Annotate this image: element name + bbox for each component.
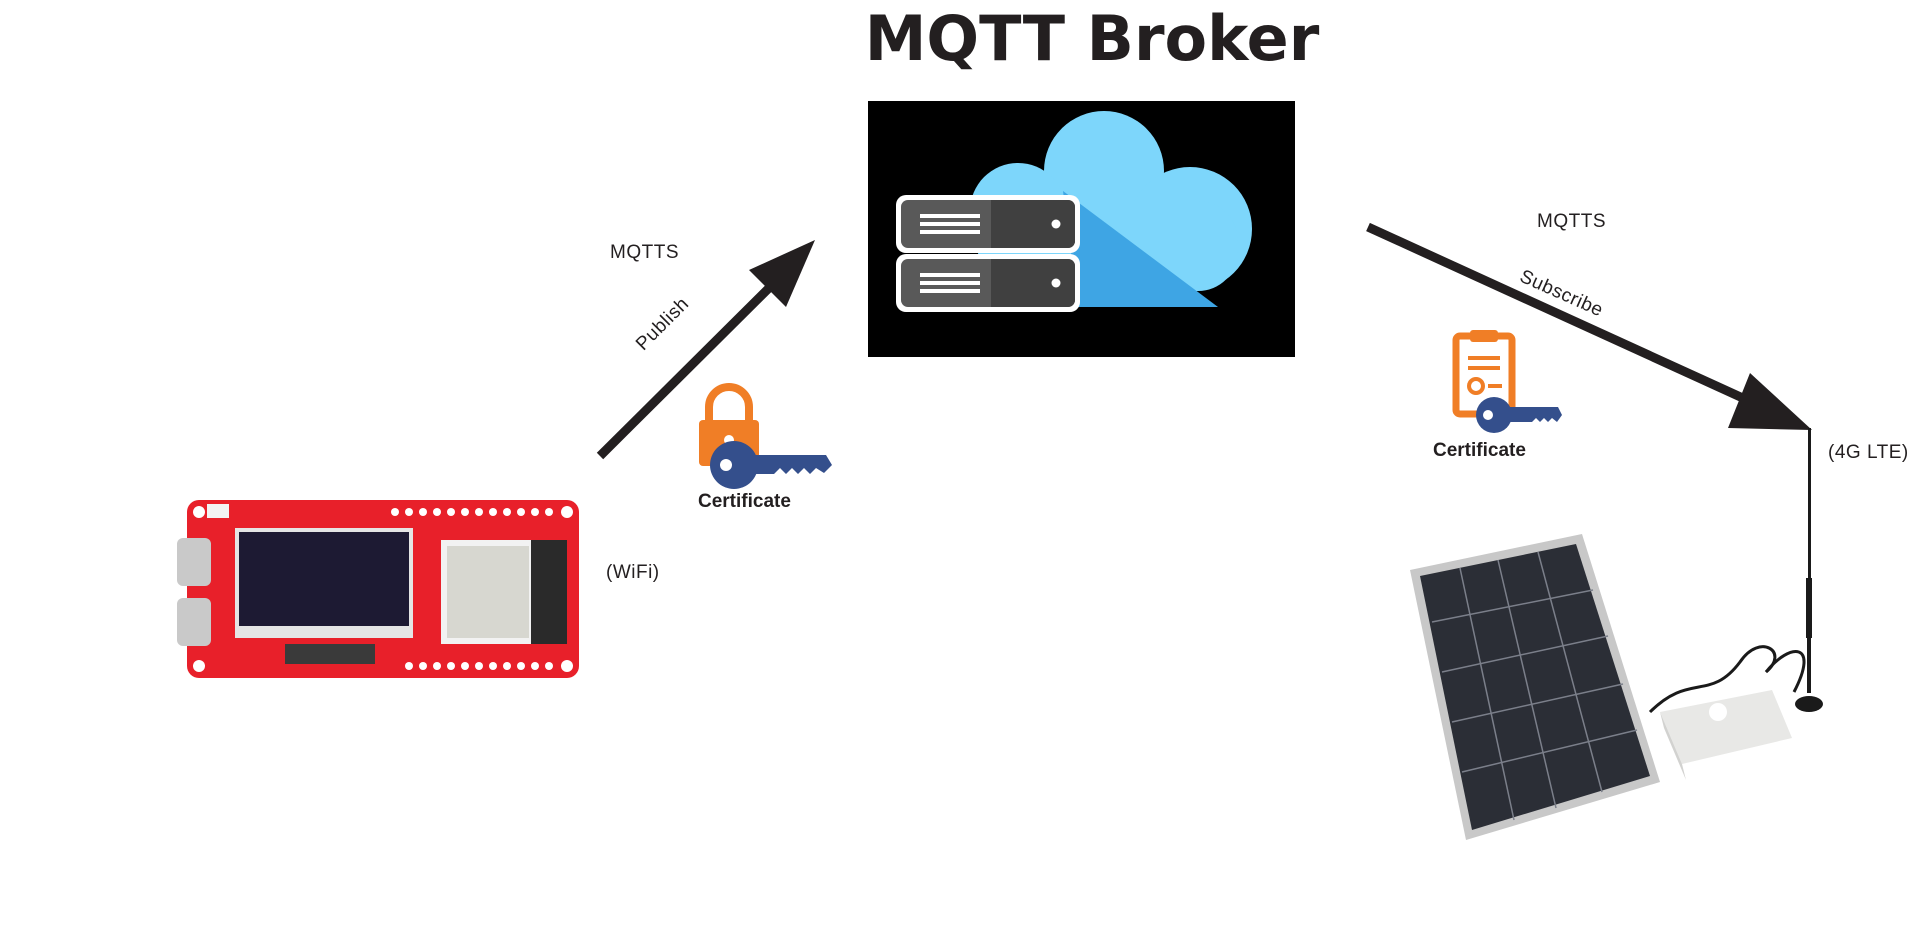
left-connection-label: (WiFi) <box>606 562 660 583</box>
broker-panel <box>868 101 1295 357</box>
right-connection-label: (4G LTE) <box>1828 442 1909 463</box>
left-certificate-label: Certificate <box>698 491 791 512</box>
key-icon <box>710 441 832 489</box>
left-protocol-label: MQTTS <box>610 242 679 263</box>
key-icon <box>1476 397 1562 433</box>
solar-panel-icon <box>1410 534 1806 840</box>
diagram-title: MQTT Broker <box>864 2 1320 75</box>
dev-board-image <box>177 500 579 678</box>
antenna-icon <box>1795 428 1823 712</box>
right-protocol-label: MQTTS <box>1537 211 1606 232</box>
cloud-server-icon <box>896 111 1252 312</box>
right-certificate-label: Certificate <box>1433 440 1526 461</box>
